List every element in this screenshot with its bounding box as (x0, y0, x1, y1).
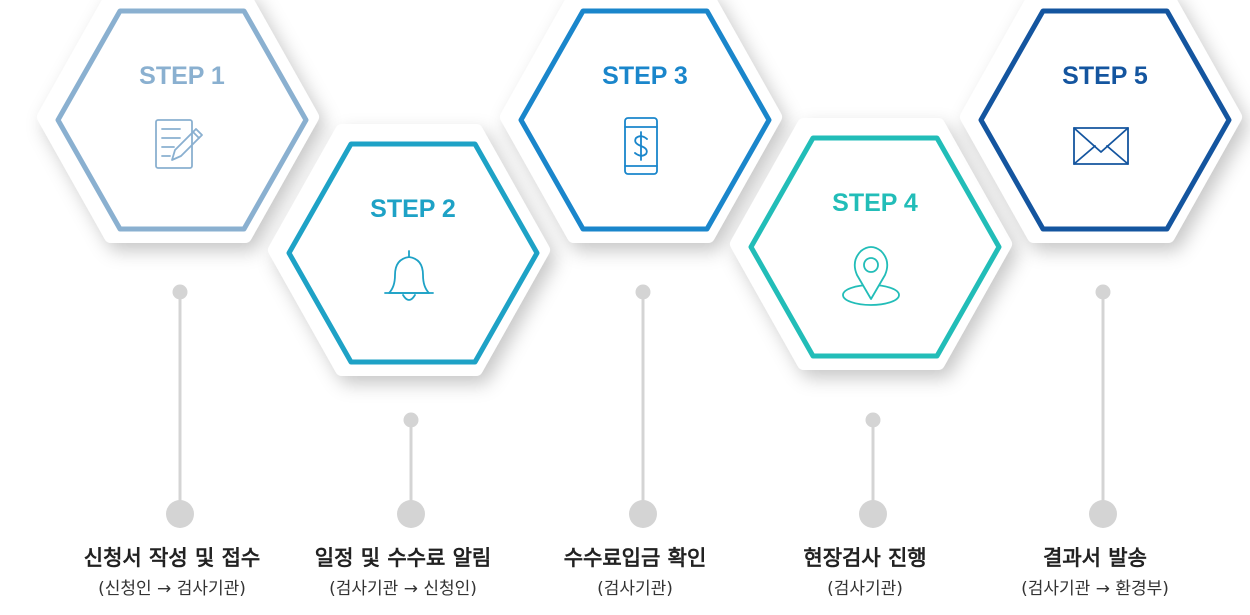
connector-dot-small (172, 284, 188, 300)
connector-dot-large (1089, 500, 1117, 528)
hexagon-outline (286, 141, 540, 365)
step-subtitle: (검사기관 → 환경부) (1021, 579, 1169, 599)
step-title: 신청서 작성 및 접수 (84, 546, 261, 570)
connector-dot-large (397, 500, 425, 528)
document-edit-icon (155, 119, 203, 169)
connector-dot-large (859, 500, 887, 528)
step-subtitle: (검사기관 → 신청인) (329, 579, 477, 599)
step-label: STEP 4 (832, 189, 918, 217)
step-4: STEP 4 현장검사 진행 (검사기관) (730, 118, 1012, 599)
step-3: STEP 3 수수료입금 확인 (검사기관) (500, 0, 782, 599)
connector-dot-small (865, 412, 881, 428)
step-label: STEP 2 (370, 195, 456, 223)
step-title: 수수료입금 확인 (564, 546, 707, 570)
mobile-payment-icon (624, 117, 658, 175)
step-5: STEP 5 결과서 발송 (검사기관 → 환경부) (960, 0, 1242, 599)
hexagon-outline (518, 8, 772, 232)
connector-dot-large (166, 500, 194, 528)
step-2: STEP 2 일정 및 수수료 알림 (검사기관 → 신청인) (268, 124, 550, 599)
connector-dot-small (403, 412, 419, 428)
step-subtitle: (검사기관) (597, 579, 673, 599)
step-title: 현장검사 진행 (803, 546, 926, 570)
step-1: STEP 1 신청서 작성 및 접수 (신청인 → 검사기관) (37, 0, 319, 599)
bell-icon (384, 250, 434, 301)
location-pin-icon (842, 246, 900, 306)
connector-dot-large (629, 500, 657, 528)
step-subtitle: (검사기관) (827, 579, 903, 599)
hexagon-outline (978, 8, 1232, 232)
step-label: STEP 1 (139, 62, 225, 90)
step-label: STEP 5 (1062, 62, 1148, 90)
step-subtitle: (신청인 → 검사기관) (98, 579, 246, 599)
step-label: STEP 3 (602, 62, 688, 90)
envelope-icon (1073, 127, 1129, 165)
connector-dot-small (1095, 284, 1111, 300)
step-title: 결과서 발송 (1043, 546, 1147, 570)
step-title: 일정 및 수수료 알림 (315, 546, 492, 570)
connector-dot-small (635, 284, 651, 300)
